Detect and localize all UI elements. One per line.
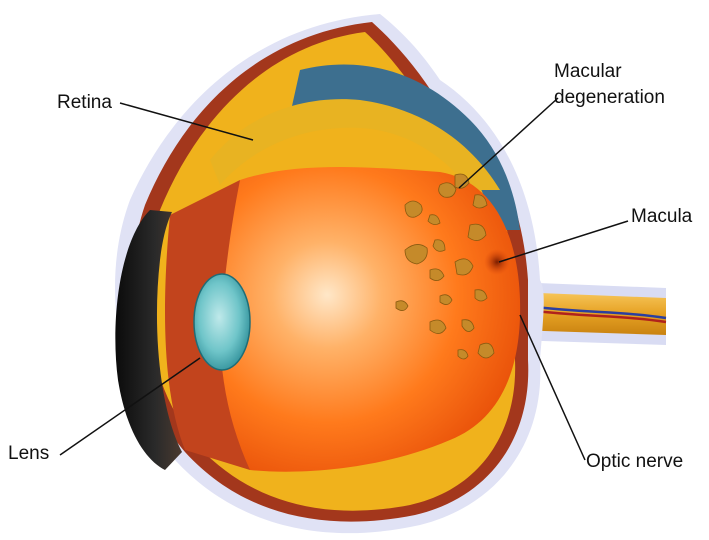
macula-spot xyxy=(484,249,510,275)
lens-label: Lens xyxy=(8,443,49,464)
vitreous-body xyxy=(209,167,520,472)
macular-degeneration-label-line1: Macular xyxy=(554,61,622,82)
optic-nerve-label: Optic nerve xyxy=(586,451,683,472)
macular-degeneration-label-line2: degeneration xyxy=(554,87,665,108)
macula-label: Macula xyxy=(631,206,693,227)
deposit xyxy=(405,201,422,217)
retina-label: Retina xyxy=(57,92,112,113)
lens-shape xyxy=(194,274,250,370)
deposit xyxy=(478,343,494,358)
